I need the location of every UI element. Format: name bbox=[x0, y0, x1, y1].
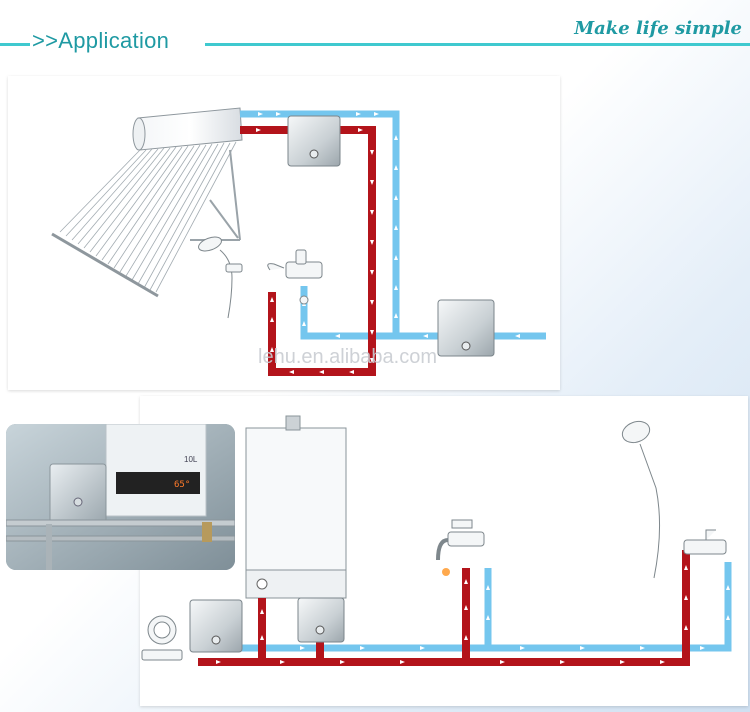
water-meter bbox=[142, 616, 182, 660]
bottom-heater-unit-2 bbox=[298, 598, 344, 642]
bottom-tap bbox=[438, 520, 484, 576]
solar-water-heater bbox=[52, 108, 242, 296]
bottom-heater-unit-1 bbox=[190, 600, 242, 652]
watermark: lehu.en.alibaba.com bbox=[258, 346, 437, 369]
top-pipe-network bbox=[240, 112, 546, 374]
top-shower-head bbox=[197, 234, 242, 318]
gas-boiler bbox=[246, 416, 346, 598]
bottom-shower-set bbox=[619, 418, 726, 578]
top-heater-unit-1 bbox=[288, 116, 340, 166]
top-heater-unit-2 bbox=[438, 300, 494, 356]
